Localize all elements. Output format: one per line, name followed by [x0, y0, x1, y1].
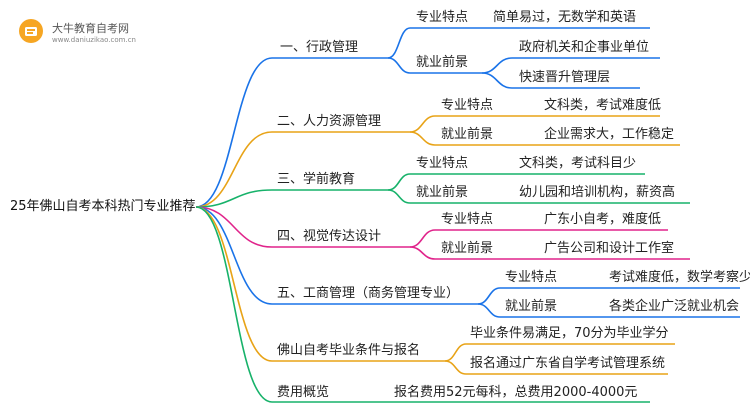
- branch-2-feature-label: 专业特点: [441, 98, 494, 113]
- root-to-branch-3-connector: [195, 189, 273, 208]
- branch-2-career-leaf: 企业需求大，工作稳定: [544, 127, 675, 142]
- branch-2-label: 二、人力资源管理: [277, 114, 382, 129]
- branch-4-feature-label: 专业特点: [441, 212, 494, 227]
- root-to-branch-2-connector: [195, 131, 273, 208]
- branch-6-to-leaf-2-connector: [444, 360, 467, 375]
- root-to-branch-1-connector: [195, 57, 273, 208]
- branch-5-to-career-connector: [477, 303, 501, 318]
- branch-2-feature-leaf: 文科类，考试难度低: [544, 98, 662, 113]
- branch-3-career-leaf: 幼儿园和培训机构，薪资高: [519, 185, 676, 200]
- site-logo[interactable]: 大牛教育自考网 www.daniuzikao.com.cn: [14, 12, 154, 46]
- branch-1-feature-label: 专业特点: [416, 10, 469, 25]
- branch-3-feature-label: 专业特点: [416, 156, 469, 171]
- branch-1-feature-leaf: 简单易过，无数学和英语: [493, 10, 637, 25]
- branch-7-leaf: 报名费用52元每科，总费用2000-4000元: [394, 385, 638, 400]
- root-topic: 25年佛山自考本科热门专业推荐: [10, 199, 196, 214]
- branch-6-to-leaf-1-connector: [444, 343, 467, 362]
- branch-4-label: 四、视觉传达设计: [277, 229, 382, 244]
- branch-5-career-leaf: 各类企业广泛就业机会: [609, 299, 740, 314]
- root-to-branch-4-connector: [195, 206, 273, 248]
- branch-2-career-label: 就业前景: [441, 127, 494, 142]
- branch-2-to-feature-connector: [409, 115, 436, 133]
- branch-1-label: 一、行政管理: [280, 40, 359, 55]
- branch-1-career-leaf-2: 快速晋升管理层: [519, 70, 611, 85]
- branch-1-career-to-leaf-1-connector: [481, 57, 513, 74]
- branch-1-to-career-connector: [387, 57, 411, 74]
- branch-1-career-label: 就业前景: [416, 55, 469, 70]
- branch-4-to-feature-connector: [409, 229, 436, 248]
- branch-4-career-leaf: 广告公司和设计工作室: [544, 241, 675, 256]
- branch-5-label: 五、工商管理（商务管理专业）: [277, 286, 460, 301]
- branch-6-label: 佛山自考毕业条件与报名: [277, 343, 421, 358]
- branch-4-to-career-connector: [409, 246, 436, 260]
- branch-3-to-career-connector: [387, 189, 411, 204]
- branch-2-to-career-connector: [409, 131, 436, 146]
- branch-5-feature-label: 专业特点: [505, 270, 558, 285]
- logo-badge-icon: [19, 19, 43, 43]
- branch-5-feature-leaf: 考试难度低，数学考察少: [609, 270, 750, 285]
- branch-1-to-feature-connector: [387, 27, 411, 59]
- root-to-branch-5-connector: [195, 206, 273, 305]
- branch-5-career-label: 就业前景: [505, 299, 558, 314]
- branch-3-label: 三、学前教育: [277, 172, 356, 187]
- branch-3-to-feature-connector: [387, 173, 411, 191]
- branch-6-leaf-1: 毕业条件易满足，70分为毕业学分: [470, 326, 669, 341]
- root-to-branch-7-connector: [195, 206, 273, 403]
- logo-url: www.daniuzikao.com.cn: [52, 36, 136, 44]
- branch-1-career-leaf-1: 政府机关和企事业单位: [519, 40, 650, 55]
- branch-7-label: 费用概览: [277, 385, 330, 400]
- root-to-branch-6-connector: [195, 206, 273, 362]
- branch-3-career-label: 就业前景: [416, 185, 469, 200]
- branch-4-feature-leaf: 广东小自考，难度低: [544, 212, 662, 227]
- branch-5-to-feature-connector: [477, 287, 501, 305]
- logo-title: 大牛教育自考网: [52, 22, 129, 35]
- branch-6-leaf-2: 报名通过广东省自学考试管理系统: [470, 356, 666, 371]
- branch-3-feature-leaf: 文科类，考试科目少: [519, 156, 637, 171]
- branch-1-career-to-leaf-2-connector: [481, 72, 513, 89]
- branch-4-career-label: 就业前景: [441, 241, 494, 256]
